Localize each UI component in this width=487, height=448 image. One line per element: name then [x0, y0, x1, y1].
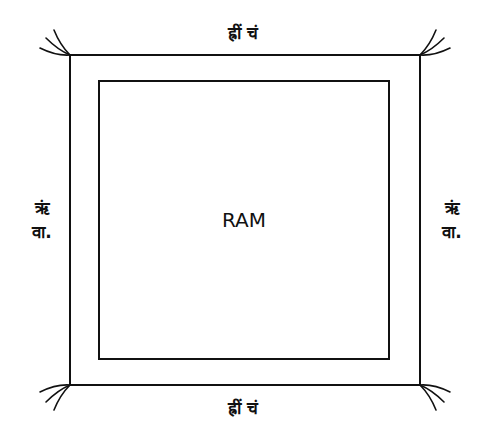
mantra-syllable: वा.: [442, 223, 461, 242]
mantra-syllable: ऋं: [445, 199, 460, 218]
outer-square: [70, 55, 420, 385]
mantra-syllable: ह्रीं चं: [228, 24, 258, 43]
corner-flourishes: [40, 30, 450, 410]
center-square: RAM: [98, 80, 390, 360]
mantra-syllable: वा.: [32, 223, 51, 242]
mantra-syllable: ह्रीं चं: [228, 399, 258, 418]
mantra-syllable: ऋं: [35, 199, 50, 218]
node-label: RAM: [222, 208, 266, 232]
